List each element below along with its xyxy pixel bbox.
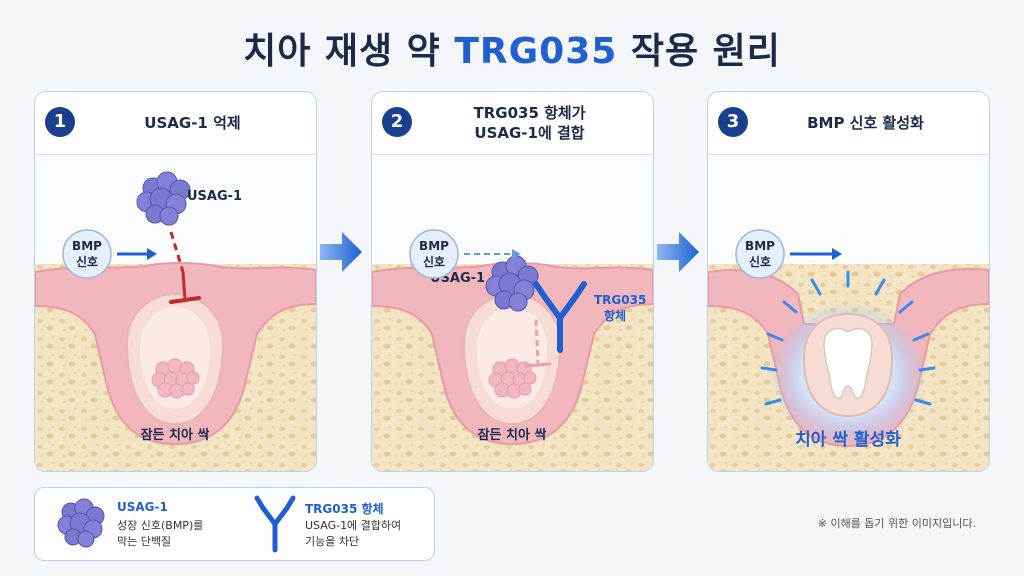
bmp-label-line1: BMP — [72, 239, 102, 253]
bmp-label-line2: 신호 — [423, 254, 445, 269]
legend-trg035-desc-line1: USAG-1에 결합하여 — [305, 519, 402, 532]
step-arrow-2 — [657, 232, 699, 272]
bmp-arrow-head — [147, 248, 157, 260]
step-number-3: 3 — [718, 107, 748, 137]
panel-2-header: 2 TRG035 항체가 USAG-1에 결합 — [372, 92, 653, 155]
panel-1-illustration: 잠든 치아 싹 USAG-1 BMP 신호 — [35, 171, 316, 471]
tooth-bud-cluster — [151, 358, 200, 399]
title-accent: TRG035 — [454, 31, 618, 72]
panel-2-title: TRG035 항체가 USAG-1에 결합 — [416, 92, 643, 154]
step-arrow-1-shape — [320, 232, 362, 272]
legend-trg035-desc: USAG-1에 결합하여 기능을 차단 — [305, 518, 401, 550]
panel-2-illustration: 잠든 치아 싹 USAG-1 TRG035 항체 BMP 신호 — [372, 229, 653, 471]
dormant-bud-caption: 잠든 치아 싹 — [141, 427, 210, 443]
panel-3-illustration: 치아 싹 활성화 BMP 신호 — [708, 229, 989, 471]
legend-usag1-title: USAG-1 — [117, 500, 168, 514]
panel-2-title-line2: USAG-1에 결합 — [474, 124, 585, 142]
title-suffix: 작용 원리 — [617, 31, 781, 72]
tooth-icon — [823, 327, 873, 400]
panel-1: 1 USAG-1 억제 잠든 치아 싹 USAG-1 BMP 신호 — [34, 91, 317, 472]
bmp-dashed-arrow-head — [512, 249, 521, 259]
title-prefix: 치아 재생 약 — [243, 31, 455, 72]
panel-3-title-line: BMP 신호 활성화 — [807, 114, 924, 132]
usag1-label: USAG-1 — [187, 189, 242, 204]
bmp-label-line1: BMP — [419, 239, 449, 253]
panel-1-title: USAG-1 억제 — [79, 92, 306, 154]
panel-3-title: BMP 신호 활성화 — [752, 92, 979, 154]
dormant-bud-caption: 잠든 치아 싹 — [478, 427, 547, 443]
disclaimer-note: ※ 이해를 돕기 위한 이미지입니다. — [817, 517, 976, 530]
faded-inhibit-bar — [524, 362, 552, 368]
legend-box: USAG-1 성장 신호(BMP)를 막는 단백질 TRG035 항체 USAG… — [34, 487, 435, 561]
step-arrow-1 — [320, 232, 362, 272]
inhibit-line — [181, 271, 187, 301]
panel-3: 3 BMP 신호 활성화 치아 싹 활성화 BMP 신호 — [707, 91, 990, 472]
bmp-label-line2: 신호 — [76, 254, 98, 269]
legend-trg035-desc-line2: 기능을 차단 — [305, 535, 360, 548]
legend-item-trg035: TRG035 항체 USAG-1에 결합하여 기능을 차단 — [241, 488, 434, 560]
trg035-antibody-icon — [533, 281, 587, 353]
faded-inhibit-line — [534, 319, 540, 365]
panel-2: 2 TRG035 항체가 USAG-1에 결합 잠든 치아 싹 USAG-1 — [371, 91, 654, 472]
antibody-legend-icon — [254, 495, 296, 553]
legend-trg035-title: TRG035 항체 — [305, 502, 384, 516]
bmp-label-line2: 신호 — [749, 254, 771, 269]
tooth-bud-cluster — [488, 358, 537, 399]
legend-item-usag1: USAG-1 성장 신호(BMP)를 막는 단백질 — [35, 488, 235, 560]
step-number-1: 1 — [45, 107, 75, 137]
panel-1-header: 1 USAG-1 억제 — [35, 92, 316, 155]
usag1-legend-icon — [57, 498, 105, 548]
usag1-protein-icon — [136, 171, 191, 226]
panel-2-title-line1: TRG035 항체가 — [473, 104, 586, 122]
bmp-signal-circle — [735, 229, 785, 279]
activated-bud-caption: 치아 싹 활성화 — [795, 429, 901, 450]
legend-usag1-desc-line2: 막는 단백질 — [117, 535, 172, 548]
step-arrow-2-shape — [657, 232, 699, 272]
bmp-signal-circle — [62, 229, 112, 279]
inhibit-dashed-line — [169, 231, 185, 273]
panel-1-title-line: USAG-1 억제 — [144, 114, 241, 132]
antibody-label-line2: 항체 — [604, 308, 626, 323]
activation-rays — [760, 270, 936, 406]
antibody-label-line1: TRG035 — [594, 293, 646, 307]
bmp-signal-circle — [409, 229, 459, 279]
legend-usag1-desc-line1: 성장 신호(BMP)를 — [117, 519, 204, 532]
panel-3-header: 3 BMP 신호 활성화 — [708, 92, 989, 155]
step-number-2: 2 — [382, 107, 412, 137]
bmp-label-line1: BMP — [745, 239, 775, 253]
page-title: 치아 재생 약 TRG035 작용 원리 — [0, 22, 1024, 74]
inhibit-bar — [169, 296, 201, 304]
legend-usag1-desc: 성장 신호(BMP)를 막는 단백질 — [117, 518, 203, 550]
bmp-arrow-head — [832, 248, 842, 260]
